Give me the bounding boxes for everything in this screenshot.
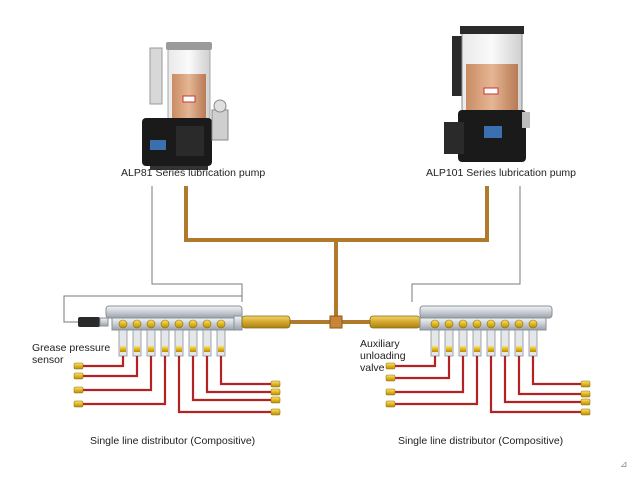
- grease-pressure-sensor-label: Grease pressure sensor: [32, 342, 110, 366]
- watermark-icon: ⊿: [620, 460, 628, 470]
- distributor-left-icon: [105, 305, 243, 357]
- pressure-sensor-icon: [78, 317, 109, 327]
- main-supply-line: [184, 186, 489, 324]
- pump-left-icon: [142, 42, 229, 170]
- grease-label-line1: Grease pressure: [32, 342, 111, 354]
- pump-right-icon: [444, 26, 530, 162]
- aux-label-line2: unloading: [360, 350, 406, 362]
- signal-wires: [63, 186, 521, 323]
- pump-left-label: ALP81 Series lubrication pump: [121, 167, 266, 179]
- hose-left-icon: [241, 315, 291, 329]
- grease-label-line2: sensor: [32, 354, 64, 366]
- fittings-right: [385, 362, 591, 416]
- auxiliary-unloading-valve-label: Auxiliary unloading valve: [360, 338, 406, 374]
- aux-label-line1: Auxiliary: [360, 338, 400, 350]
- unloading-valve-icon: [369, 315, 421, 329]
- fittings-left: [73, 362, 281, 416]
- distributor-left-label: Single line distributor (Compositive): [90, 435, 256, 447]
- distributor-right-label: Single line distributor (Compositive): [398, 435, 564, 447]
- branch-pipes-right: [394, 356, 582, 414]
- tee-fitting: [329, 315, 343, 329]
- branch-pipes-left: [82, 356, 272, 414]
- distributor-right-icon: [419, 305, 553, 357]
- aux-label-line3: valve: [360, 362, 385, 374]
- pump-right-label: ALP101 Series lubrication pump: [426, 167, 577, 179]
